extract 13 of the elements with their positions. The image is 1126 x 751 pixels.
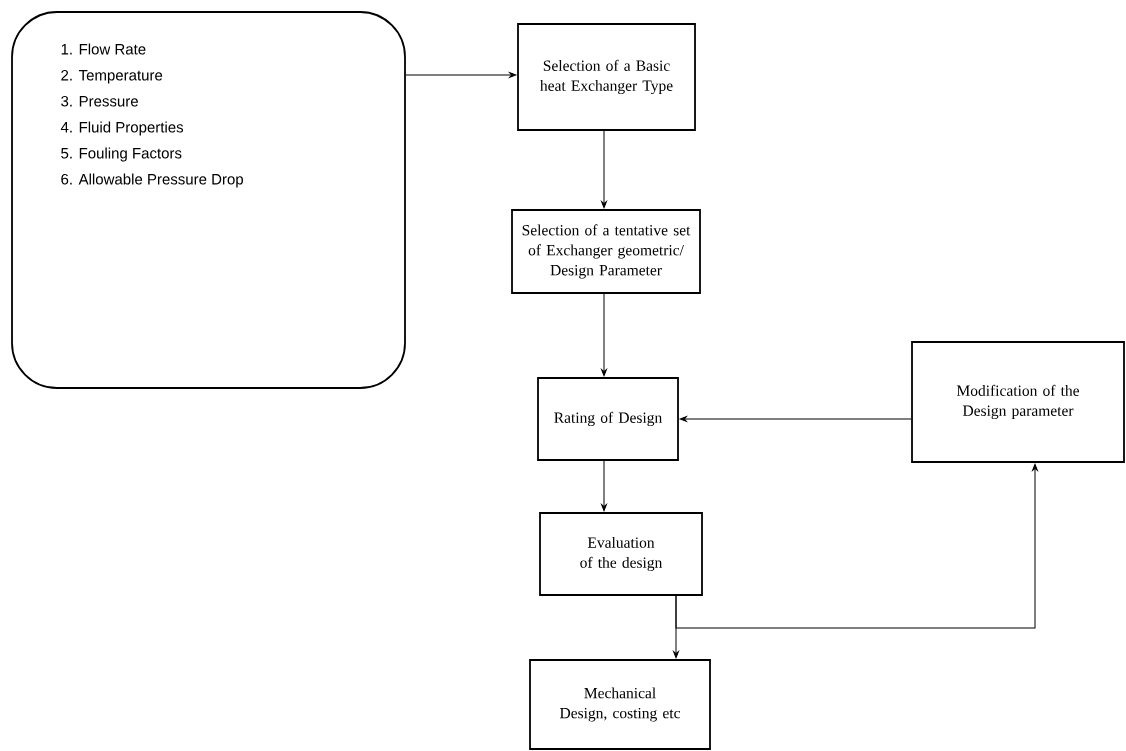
arrow: [601, 460, 607, 512]
arrow: [601, 130, 607, 209]
process-box: Mechanical Design, costing etc: [529, 659, 711, 750]
process-box: Selection of a Basic heat Exchanger Type: [517, 23, 696, 131]
process-box: Evaluation of the design: [539, 512, 703, 596]
process-box: Modification of the Design parameter: [911, 341, 1125, 463]
arrow: [675, 463, 1038, 629]
arrow: [405, 72, 517, 78]
process-box: Selection of a tentative set of Exchanger geometric/ Design Parameter: [511, 209, 701, 294]
process-box: Rating of Design: [537, 377, 679, 461]
input-list-box: 1. Flow Rate 2. Temperature 3. Pressure 4. Fluid Properties 5. Fouling Factors 6. Allowable Pressure Drop: [11, 11, 406, 389]
arrow: [679, 416, 912, 422]
arrow: [601, 293, 607, 377]
